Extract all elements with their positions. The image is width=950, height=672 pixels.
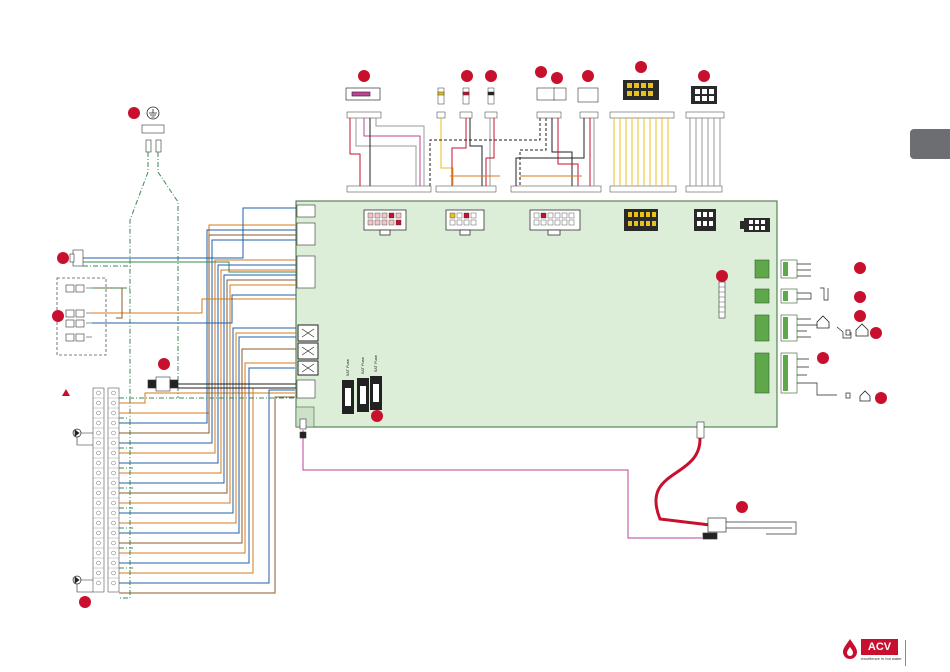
top-component-b — [537, 88, 598, 102]
pump-icon — [73, 429, 81, 584]
acv-logo: ACV excellence in hot water — [840, 638, 898, 664]
board-connector-6 — [740, 218, 770, 232]
fuse-label-2: 5AT Fuse — [360, 356, 365, 374]
earth-icon — [147, 107, 159, 119]
top-component-d — [691, 86, 717, 104]
board-connector-4 — [624, 209, 658, 231]
pin-header — [719, 282, 725, 318]
fuse-label-1: 5AT Fuse — [345, 358, 350, 376]
terminal-block-left — [93, 388, 119, 592]
mid-connector — [148, 377, 178, 391]
ignition-electrode — [703, 518, 796, 539]
top-component-a — [438, 88, 494, 104]
board-connector-5 — [694, 209, 716, 231]
top-component-c — [623, 80, 659, 100]
top-terminal-strips — [347, 112, 724, 192]
earth-connector — [142, 125, 164, 152]
board-relays — [298, 325, 318, 375]
brand-tagline: excellence in hot water — [861, 656, 902, 661]
top-component-display — [346, 88, 380, 100]
warning-icon — [62, 389, 70, 396]
left-connector — [70, 250, 83, 266]
acv-drop-icon — [842, 638, 858, 660]
bottom-sensor-connector — [300, 419, 306, 438]
footer-divider — [905, 640, 906, 666]
igniter-connector — [697, 422, 704, 438]
brand-name: ACV — [861, 639, 898, 655]
fuse-label-3: 5AT Fuse — [373, 354, 378, 372]
fuse-holders — [342, 376, 382, 414]
